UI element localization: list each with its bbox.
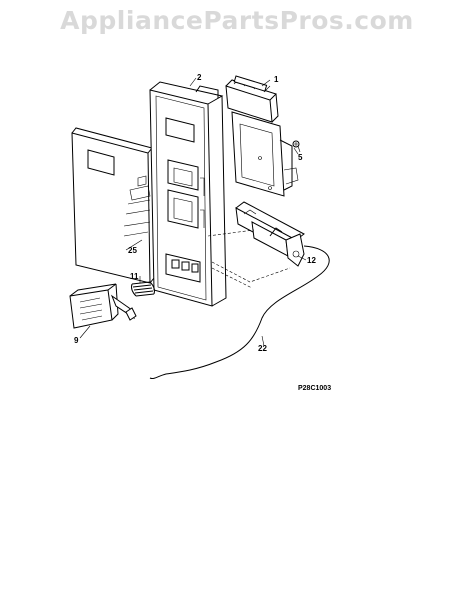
- part-11-spring[interactable]: [131, 281, 155, 297]
- callout-2: 2: [197, 73, 202, 82]
- callout-1: 1: [274, 75, 279, 84]
- part-9-door-button[interactable]: [69, 283, 137, 329]
- watermark-text: AppliancePartsPros.com: [60, 6, 414, 35]
- part-5-screw[interactable]: [292, 140, 301, 153]
- part-1-control-board[interactable]: [225, 75, 299, 197]
- callout-9: 9: [74, 336, 79, 345]
- callout-25: 25: [128, 246, 137, 255]
- leader-lines: [79, 77, 307, 347]
- part-22-wire-harness[interactable]: [149, 245, 330, 379]
- part-25-keypad-overlay[interactable]: [71, 127, 155, 284]
- callout-22: 22: [258, 344, 267, 353]
- callout-11: 11: [130, 272, 139, 281]
- alignment-lines: [207, 229, 291, 289]
- callout-5: 5: [298, 153, 303, 162]
- callout-12: 12: [307, 256, 316, 265]
- diagram-code: P28C1003: [298, 385, 331, 392]
- part-12-latch-assembly[interactable]: [235, 201, 305, 267]
- part-2-control-panel-frame[interactable]: [149, 81, 227, 307]
